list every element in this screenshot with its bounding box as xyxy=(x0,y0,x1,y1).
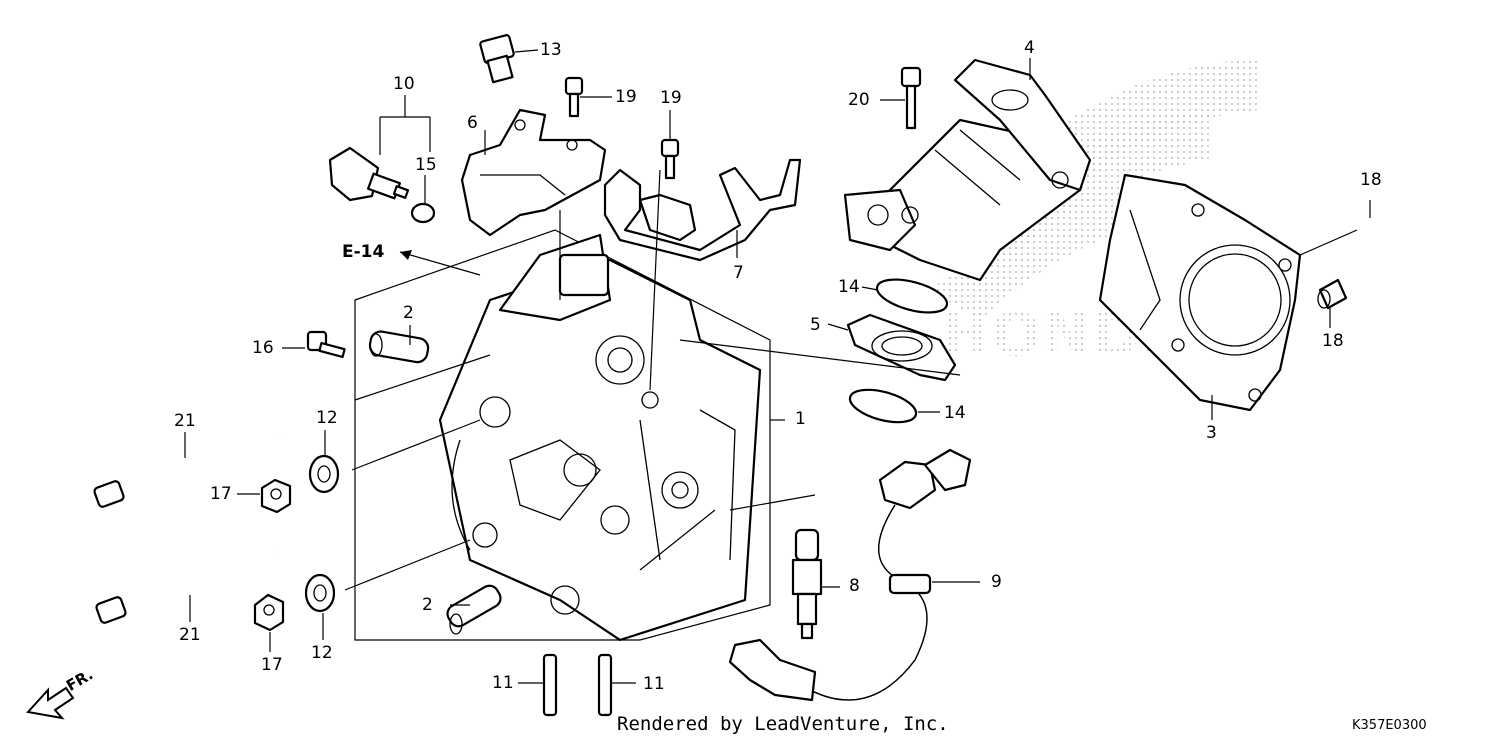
cylinder-head-gasket xyxy=(1098,173,1302,412)
stud-bolt-11b xyxy=(597,653,613,717)
render-credit: Rendered by LeadVenture, Inc. xyxy=(617,713,949,735)
washer-12b xyxy=(304,573,336,613)
callout-17-b: 17 xyxy=(261,655,283,675)
callout-16: 16 xyxy=(252,338,274,358)
callout-13: 13 xyxy=(540,40,562,60)
oil-sensor xyxy=(479,34,515,84)
callout-4: 4 xyxy=(1024,38,1035,58)
stud-bolt-11a xyxy=(542,653,558,717)
callout-3: 3 xyxy=(1206,423,1217,443)
callout-5: 5 xyxy=(810,315,821,335)
head-bolt-lower xyxy=(95,549,279,624)
diagram-code: K357E0300 xyxy=(1352,718,1427,733)
callout-14-a: 14 xyxy=(838,277,860,297)
sensor-wire-harness xyxy=(728,448,972,702)
cap-nut-17a xyxy=(260,478,292,514)
head-bolt-upper xyxy=(93,432,281,508)
callout-10: 10 xyxy=(393,74,415,94)
front-direction-arrow xyxy=(26,686,75,720)
callout-14-b: 14 xyxy=(944,403,966,423)
dowel-pin-top xyxy=(368,330,430,364)
flange-bolt-16 xyxy=(306,330,346,359)
callout-17-a: 17 xyxy=(210,484,232,504)
harness-bracket xyxy=(460,108,607,237)
callout-7: 7 xyxy=(733,263,744,283)
reference-e-14: E-14 xyxy=(342,242,385,262)
callout-2-a: 2 xyxy=(403,303,414,323)
callout-1: 1 xyxy=(795,409,806,429)
callout-18-b: 18 xyxy=(1322,331,1344,351)
callout-21-a: 21 xyxy=(174,411,196,431)
wire-bracket xyxy=(603,158,802,262)
callout-2-b: 2 xyxy=(422,595,433,615)
sensor-o-ring xyxy=(410,202,436,224)
dowel-18-lower xyxy=(1317,278,1348,310)
cap-nut-17b xyxy=(253,593,285,632)
temperature-sensor xyxy=(328,146,410,202)
intake-insulator xyxy=(846,313,957,382)
cylinder-head xyxy=(354,229,771,642)
callout-12-a: 12 xyxy=(316,408,338,428)
callout-9: 9 xyxy=(991,572,1002,592)
callout-11-a: 11 xyxy=(492,673,514,693)
callout-6: 6 xyxy=(467,113,478,133)
callout-20: 20 xyxy=(848,90,870,110)
callout-12-b: 12 xyxy=(311,643,333,663)
callout-19-b: 19 xyxy=(660,88,682,108)
callout-11-b: 11 xyxy=(643,674,665,694)
callout-18-a: 18 xyxy=(1360,170,1382,190)
callout-15: 15 xyxy=(415,155,437,175)
flange-bolt-19a xyxy=(564,76,584,118)
leader-lines xyxy=(184,49,1371,684)
intake-manifold xyxy=(843,58,1092,282)
washer-12a xyxy=(308,454,340,494)
flange-bolt-20 xyxy=(900,66,922,130)
dowel-pin-bottom xyxy=(446,584,502,635)
o-ring-upper xyxy=(875,278,949,314)
spark-plug xyxy=(791,528,823,640)
callout-21-b: 21 xyxy=(179,625,201,645)
o-ring-lower xyxy=(848,388,918,424)
flange-bolt-19b xyxy=(660,138,680,180)
callout-8: 8 xyxy=(849,576,860,596)
callout-19-a: 19 xyxy=(615,87,637,107)
